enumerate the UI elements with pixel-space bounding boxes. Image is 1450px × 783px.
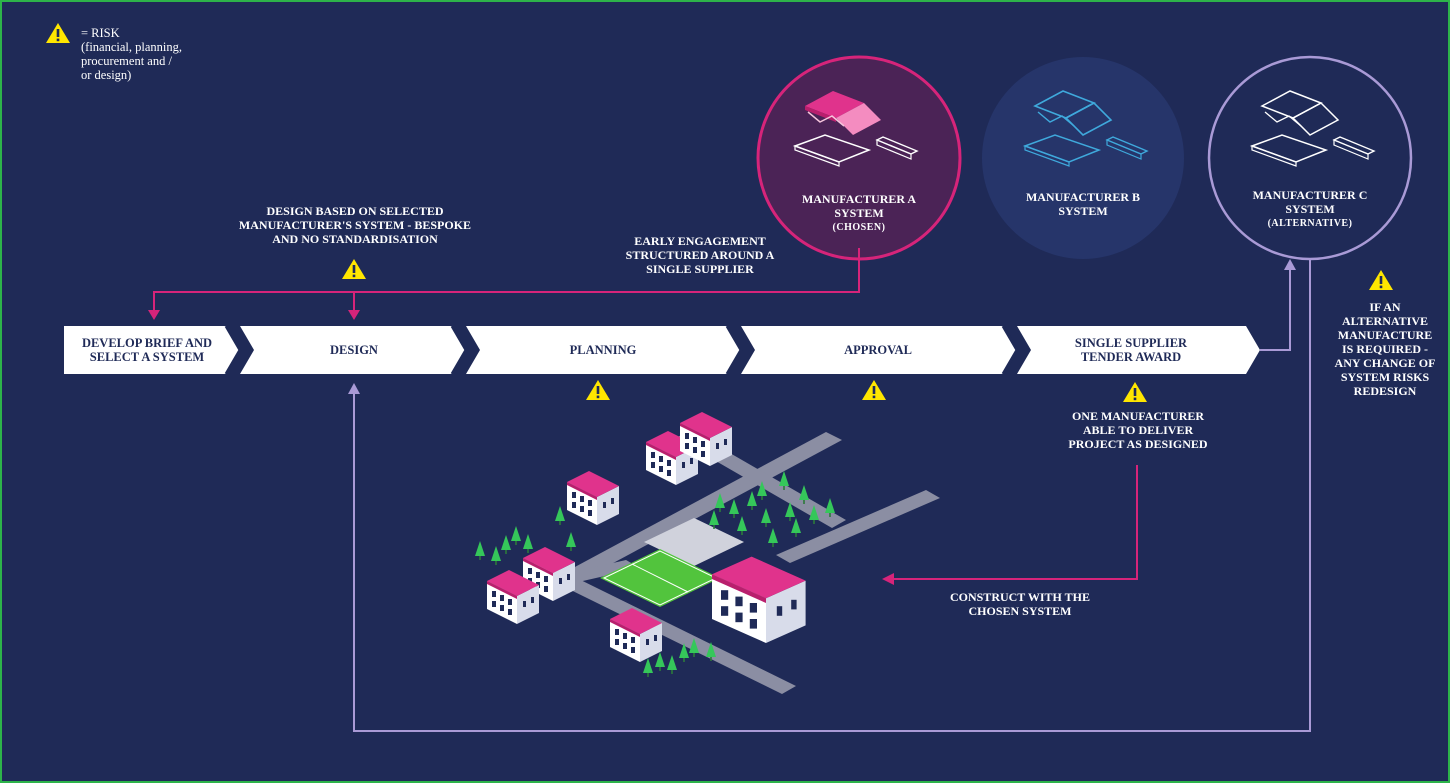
magenta-connector-construct bbox=[882, 465, 1138, 585]
process-bar bbox=[64, 325, 1260, 375]
annotation-early-engagement: EARLY ENGAGEMENT STRUCTURED AROUND A SIN… bbox=[625, 234, 775, 276]
manufacturer-a-note: (CHOSEN) bbox=[832, 222, 886, 233]
magenta-connector-top bbox=[148, 248, 860, 320]
legend-text: = RISK (financial, planning, procurement… bbox=[81, 26, 183, 82]
step-design: DESIGN bbox=[330, 343, 378, 357]
step-planning: PLANNING bbox=[569, 343, 637, 357]
manufacturer-c-note: (ALTERNATIVE) bbox=[1267, 218, 1353, 229]
manufacturer-a-label: MANUFACTURER A SYSTEM bbox=[801, 192, 917, 220]
annotation-alternative: IF AN ALTERNATIVE MANUFACTURE IS REQUIRE… bbox=[1334, 300, 1436, 398]
manufacturer-c-circle bbox=[1207, 55, 1413, 261]
step-develop-brief: DEVELOP BRIEF AND SELECT A SYSTEM bbox=[81, 336, 213, 364]
step-approval: APPROVAL bbox=[844, 343, 912, 357]
annotation-design-based: DESIGN BASED ON SELECTED MANUFACTURER'S … bbox=[238, 204, 472, 246]
manufacturer-b-circle bbox=[982, 57, 1184, 259]
manufacturer-c-label: MANUFACTURER C SYSTEM bbox=[1252, 188, 1368, 216]
town-illustration bbox=[475, 412, 940, 694]
annotation-construct: CONSTRUCT WITH THE CHOSEN SYSTEM bbox=[949, 590, 1091, 618]
step-tender-award: SINGLE SUPPLIER TENDER AWARD bbox=[1074, 336, 1188, 364]
lavender-connector bbox=[348, 259, 1311, 732]
manufacturer-b-label: MANUFACTURER B SYSTEM bbox=[1025, 190, 1141, 218]
manufacturer-a-circle bbox=[756, 55, 962, 261]
annotation-one-manufacturer: ONE MANUFACTURER ABLE TO DELIVER PROJECT… bbox=[1068, 409, 1208, 451]
